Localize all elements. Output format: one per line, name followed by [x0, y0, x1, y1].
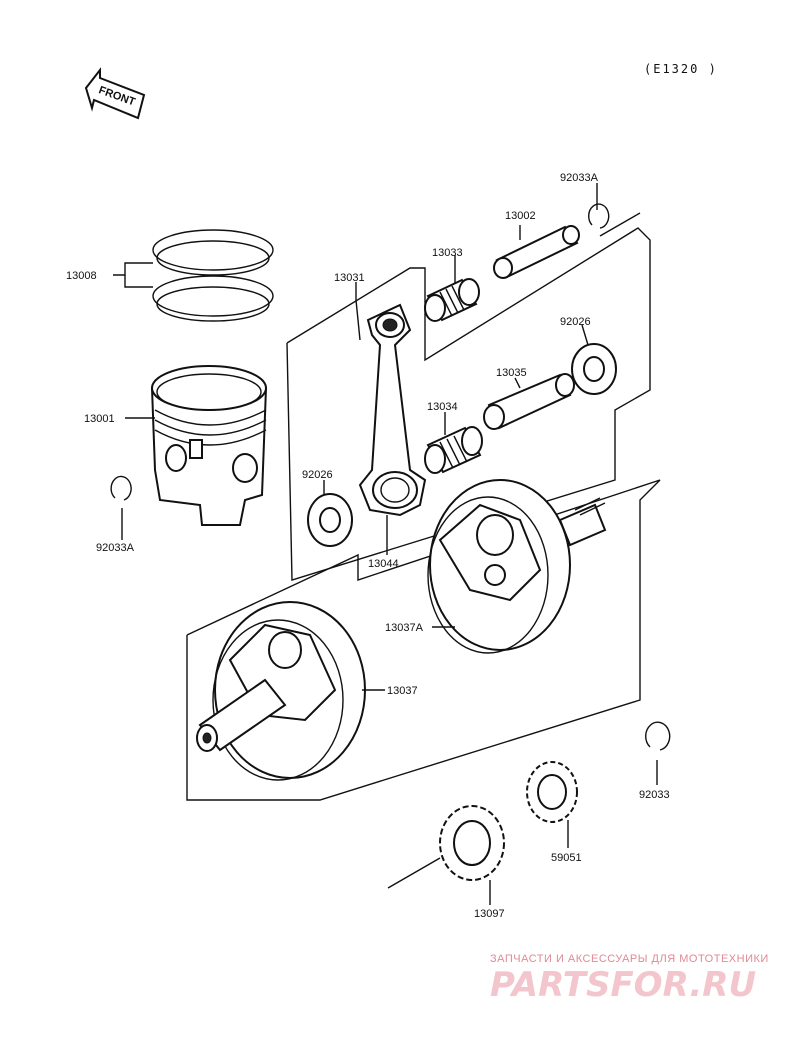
part-label-13044: 13044 — [368, 558, 399, 570]
part-label-13008: 13008 — [66, 270, 97, 282]
crank-half-right — [427, 479, 607, 654]
diagram-code: (E1320 ) — [644, 62, 718, 76]
part-label-92026-right: 92026 — [560, 316, 591, 328]
piston-rings — [152, 229, 274, 322]
circlip-92033-icon — [645, 721, 671, 751]
thrust-washer-right — [571, 343, 617, 395]
watermark-brand-logo: PARTSFOR.RU — [490, 965, 756, 1005]
watermark-tagline: ЗАПЧАСТИ И АКСЕССУАРЫ ДЛЯ МОТОТЕХНИКИ — [490, 953, 769, 965]
circlip-right-top-icon — [588, 203, 610, 229]
part-label-13037: 13037 — [387, 685, 418, 697]
leader-lines — [113, 183, 658, 905]
circlip-left-icon — [110, 475, 132, 501]
part-label-13031: 13031 — [334, 272, 365, 284]
small-end-bearing — [424, 278, 480, 322]
watermark: ЗАПЧАСТИ И АКСЕССУАРЫ ДЛЯ МОТОТЕХНИКИ PA… — [490, 953, 769, 1005]
big-end-bearing — [424, 426, 483, 474]
piston — [150, 365, 268, 526]
piston-pin — [493, 225, 580, 279]
part-label-92026-left: 92026 — [302, 469, 333, 481]
part-label-13035: 13035 — [496, 367, 527, 379]
part-label-13002: 13002 — [505, 210, 536, 222]
part-label-13001: 13001 — [84, 413, 115, 425]
crank-half-left — [196, 601, 366, 781]
part-label-13034: 13034 — [427, 401, 458, 413]
gear-small-icon — [526, 761, 578, 823]
part-label-13097: 13097 — [474, 908, 505, 920]
connecting-rod — [358, 303, 427, 517]
part-label-13037a: 13037A — [385, 622, 424, 634]
part-label-92033: 92033 — [639, 789, 670, 801]
gear-large-icon — [439, 805, 505, 881]
part-label-92033a-left: 92033A — [96, 542, 135, 554]
part-label-13033: 13033 — [432, 247, 463, 259]
thrust-washer-left — [307, 493, 353, 547]
part-label-59051: 59051 — [551, 852, 582, 864]
crank-pin — [483, 373, 575, 430]
part-label-92033a-right: 92033A — [560, 172, 599, 184]
front-arrow-icon: FRONT — [84, 67, 146, 120]
